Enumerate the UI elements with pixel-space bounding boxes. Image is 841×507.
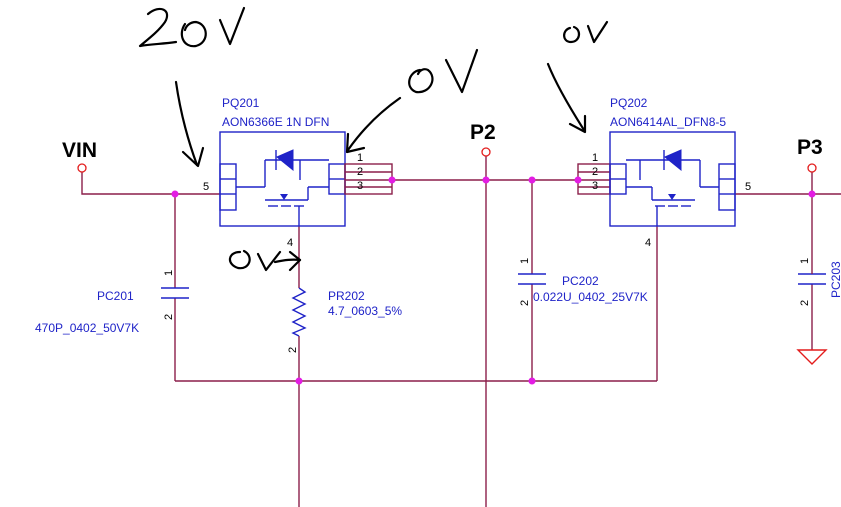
pr202-zigzag (291, 287, 307, 337)
pq201-symbol (236, 149, 329, 226)
vin-terminal (77, 163, 87, 173)
pq201-mosfet: PQ201 AON6366E 1N DFN 5 1 2 3 (203, 96, 393, 249)
junctions (171, 176, 816, 385)
handwritten-arrow-1 (174, 80, 205, 168)
pq201-body (219, 131, 346, 227)
p2-label: P2 (470, 121, 496, 144)
handwritten-0v-right (563, 20, 609, 44)
pq202-pin1: 1 (592, 152, 598, 164)
pq201-pin4: 4 (287, 237, 293, 249)
ground-symbol (796, 349, 828, 365)
pq202-pin5: 5 (745, 181, 751, 193)
pc202-value: 0.022U_0402_25V7K (533, 290, 648, 304)
pc201-pin2: 2 (163, 314, 175, 320)
handwritten-0v-bottom (228, 249, 302, 272)
handwritten-arrow-3 (546, 62, 587, 134)
junction-dot (574, 176, 582, 184)
pq202-pin2: 2 (592, 166, 598, 178)
pr202-value: 4.7_0603_5% (328, 304, 402, 318)
pq201-pin5-block (219, 163, 237, 211)
pq202-ref: PQ202 (610, 96, 648, 110)
pq201-drain-pins (344, 163, 393, 195)
pq202-diode (664, 149, 682, 172)
net-vin: VIN (62, 139, 97, 173)
net-p2: P2 (470, 121, 496, 157)
p2-terminal (481, 147, 491, 157)
pq202-pin3: 3 (592, 180, 598, 192)
pc203-pin1: 1 (799, 258, 811, 264)
junction-dot (388, 176, 396, 184)
junction-dot (171, 190, 179, 198)
pr202-resistor: 2 PR202 4.7_0603_5% (287, 287, 402, 353)
pq201-pin1: 1 (357, 152, 363, 164)
pc203-pin2: 2 (799, 300, 811, 306)
pq201-pin5: 5 (203, 181, 209, 193)
pc202-pin1: 1 (519, 258, 531, 264)
pq202-body (609, 131, 736, 227)
pq201-ref: PQ201 (222, 96, 260, 110)
pq201-pin3: 3 (357, 180, 363, 192)
pq201-diode (276, 149, 294, 172)
junction-dot (295, 377, 303, 385)
pc203-ref: PC203 (829, 261, 841, 298)
pc202-pin2: 2 (519, 300, 531, 306)
pq201-value: AON6366E 1N DFN (222, 115, 329, 129)
pc202-capacitor: 1 2 PC202 0.022U_0402_25V7K (518, 258, 648, 306)
handwritten-0v-center (408, 48, 479, 94)
pc202-ref: PC202 (562, 274, 599, 288)
pq202-pin4: 4 (645, 237, 651, 249)
wires (81, 154, 841, 507)
junction-dot (528, 176, 536, 184)
pc203-capacitor: 1 2 PC203 (796, 256, 841, 365)
pq202-pin5-block (718, 163, 736, 211)
pr202-ref: PR202 (328, 289, 365, 303)
handwritten-arrow-2 (345, 96, 402, 154)
pr202-pin2: 2 (287, 347, 299, 353)
pc201-value: 470P_0402_50V7K (35, 321, 139, 335)
pq202-symbol (626, 149, 719, 226)
vin-label: VIN (62, 139, 97, 162)
pc201-ref: PC201 (97, 289, 134, 303)
p3-label: P3 (797, 136, 823, 159)
handwritten-20v (138, 6, 246, 48)
pc201-capacitor: 1 2 PC201 470P_0402_50V7K (35, 270, 189, 335)
p3-terminal (807, 163, 817, 173)
pq202-value: AON6414AL_DFN8-5 (610, 115, 726, 129)
junction-dot (528, 377, 536, 385)
pq201-pin2: 2 (357, 166, 363, 178)
net-p3: P3 (797, 136, 823, 173)
pq202-mosfet: PQ202 AON6414AL_DFN8-5 1 2 3 5 (577, 96, 751, 249)
pc201-pin1: 1 (163, 270, 175, 276)
junction-dot (808, 190, 816, 198)
junction-dot (482, 176, 490, 184)
wire-vin (81, 172, 220, 195)
